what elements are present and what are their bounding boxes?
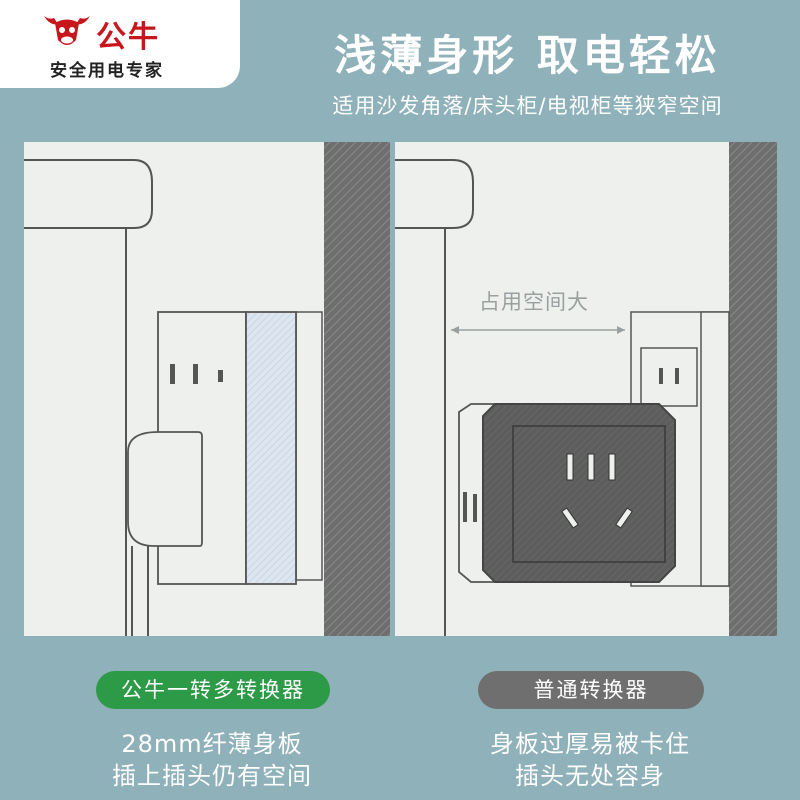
bull-adapter-tag: 公牛一转多转换器 bbox=[96, 671, 330, 709]
description-line: 28mm纤薄身板 bbox=[121, 730, 303, 758]
brand-name: 公牛 bbox=[96, 20, 160, 55]
description-line: 插上插头仍有空间 bbox=[112, 762, 312, 790]
ordinary-adapter-description: 身板过厚易被卡住 插头无处容身 bbox=[400, 728, 780, 792]
bulky-adapter-illustration: 占用空间大 bbox=[395, 142, 777, 636]
bull-head-icon bbox=[44, 16, 90, 45]
ordinary-adapter-tag: 普通转换器 bbox=[478, 671, 704, 709]
space-annotation: 占用空间大 bbox=[479, 290, 589, 314]
bull-adapter-description: 28mm纤薄身板 插上插头仍有空间 bbox=[22, 728, 402, 792]
brand-slogan: 安全用电专家 bbox=[50, 61, 164, 81]
headline: 浅薄身形 取电轻松 bbox=[334, 31, 721, 80]
subheadline: 适用沙发角落/床头柜/电视柜等狭窄空间 bbox=[332, 94, 723, 118]
description-line: 身板过厚易被卡住 bbox=[490, 730, 690, 758]
brand-logo: 公牛 安全用电专家 bbox=[0, 0, 240, 88]
slim-adapter-illustration bbox=[24, 142, 390, 636]
description-line: 插头无处容身 bbox=[515, 762, 665, 790]
